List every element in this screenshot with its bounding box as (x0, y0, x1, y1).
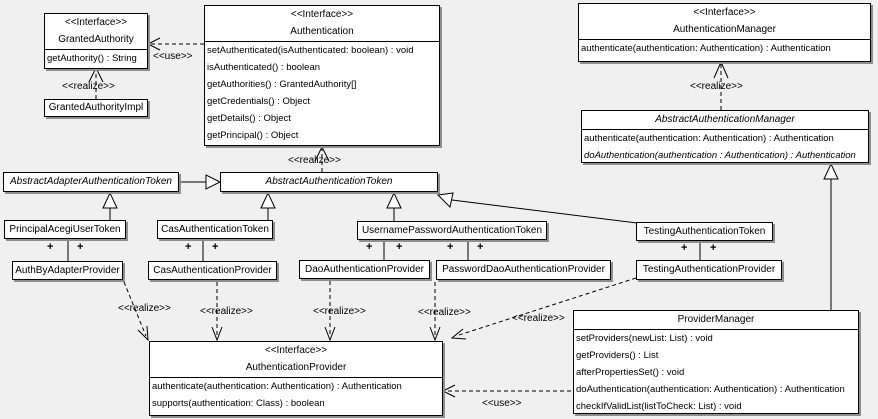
realize-label: <<realize>> (200, 306, 253, 317)
method: setProviders(newList: List) : void (576, 333, 713, 344)
plus-marker: + (77, 241, 84, 253)
realize-label: <<realize>> (118, 303, 171, 314)
class-name: ProviderManager (677, 314, 755, 325)
class-name: AuthByAdapterProvider (15, 264, 120, 276)
open-arrow-icon (211, 326, 223, 342)
class-name: AbstractAuthenticationToken (265, 176, 393, 187)
class-name: CasAuthenticationProvider (153, 264, 272, 276)
open-arrow-icon (146, 37, 161, 51)
triangle-arrow-icon (436, 192, 454, 209)
plus-marker: + (366, 241, 373, 253)
realize-label: <<realize>> (512, 313, 565, 324)
use-label: <<use>> (482, 398, 522, 409)
plus-marker: + (185, 241, 192, 253)
stereotype: <<Interface>> (693, 7, 756, 18)
class-name: AuthenticationProvider (245, 362, 347, 373)
triangle-arrow-icon (260, 191, 276, 209)
method: getProviders() : List (576, 350, 659, 361)
class-authentication-provider[interactable]: <<Interface>> AuthenticationProvider aut… (149, 341, 443, 416)
open-arrow-icon (429, 326, 441, 342)
method: doAuthentication(authentication: Authent… (576, 384, 845, 395)
plus-marker: + (447, 241, 454, 253)
realize-label: <<realize>> (288, 155, 341, 166)
class-name: PasswordDaoAuthenticationProvider (442, 264, 605, 275)
triangle-arrow-icon (205, 174, 222, 190)
class-name: DaoAuthenticationProvider (305, 263, 424, 275)
plus-marker: + (396, 241, 403, 253)
open-arrow-icon (88, 66, 104, 83)
method: setAuthenticated(isAuthenticated: boolea… (207, 45, 414, 56)
realize-label: <<realize>> (62, 81, 115, 92)
class-name: CasAuthenticationToken (161, 223, 269, 235)
method: getAuthorities() : GrantedAuthority[] (207, 79, 357, 90)
method: getAuthority() : String (47, 53, 137, 64)
class-username-password-authentication-token[interactable]: UsernamePasswordAuthenticationToken (357, 221, 547, 240)
stereotype: <<Interface>> (264, 345, 328, 356)
method: checkIfValidList(listToCheck: List) : vo… (576, 401, 742, 412)
method: supports(authentication: Class) : boolea… (152, 398, 325, 409)
class-provider-manager[interactable]: ProviderManager setProviders(newList: Li… (573, 310, 859, 414)
class-testing-authentication-token[interactable]: TestingAuthenticationToken (636, 222, 773, 241)
use-label: <<use>> (153, 51, 193, 62)
open-arrow-icon (324, 326, 336, 342)
class-cas-authentication-provider[interactable]: CasAuthenticationProvider (148, 261, 277, 280)
class-abstract-adapter-authentication-token[interactable]: AbstractAdapterAuthenticationToken (3, 172, 179, 192)
triangle-arrow-icon (823, 162, 839, 180)
open-arrow-icon (441, 384, 456, 398)
method: doAuthentication(authentication : Authen… (584, 150, 856, 161)
class-name: AbstractAdapterAuthenticationToken (10, 176, 172, 187)
class-name: AuthenticationManager (673, 24, 776, 35)
open-arrow-icon (713, 60, 729, 79)
method: authenticate(authentication: Authenticat… (152, 381, 402, 392)
triangle-arrow-icon (386, 191, 402, 209)
class-auth-by-adapter-provider[interactable]: AuthByAdapterProvider (12, 261, 123, 280)
class-name: TestingAuthenticationProvider (642, 264, 776, 275)
class-granted-authority-impl[interactable]: GrantedAuthorityImpl (44, 99, 148, 117)
open-arrow-icon (137, 325, 149, 342)
class-name: GrantedAuthority (58, 34, 134, 45)
class-authentication[interactable]: <<Interface>> Authentication setAuthenti… (204, 5, 440, 146)
realize-label: <<realize>> (313, 306, 366, 317)
stereotype: <<Interface>> (290, 9, 354, 20)
class-abstract-authentication-manager[interactable]: AbstractAuthenticationManager authentica… (581, 110, 869, 163)
method: isAuthenticated() : boolean (207, 62, 321, 73)
class-abstract-authentication-token[interactable]: AbstractAuthenticationToken (220, 172, 438, 192)
class-principal-acegi-user-token[interactable]: PrincipalAcegiUserToken (4, 220, 126, 239)
stereotype: <<Interface>> (64, 17, 128, 28)
class-authentication-manager[interactable]: <<Interface>> AuthenticationManager auth… (578, 3, 871, 62)
method: getPrincipal() : Object (207, 130, 299, 141)
class-name: GrantedAuthorityImpl (48, 102, 144, 113)
method: afterPropertiesSet() : void (576, 367, 685, 378)
class-cas-authentication-token[interactable]: CasAuthenticationToken (157, 220, 273, 239)
method: authenticate(authentication: Authenticat… (581, 43, 831, 54)
plus-marker: + (212, 241, 219, 253)
class-password-dao-authentication-provider[interactable]: PasswordDaoAuthenticationProvider (436, 260, 611, 280)
realize-label: <<realize>> (418, 307, 471, 318)
method: authenticate(authentication: Authenticat… (584, 133, 834, 144)
class-dao-authentication-provider[interactable]: DaoAuthenticationProvider (299, 260, 430, 279)
plus-marker: + (710, 242, 717, 254)
gen-edge-testing-token (451, 199, 638, 224)
method: getDetails() : Object (207, 113, 291, 124)
triangle-arrow-icon (102, 191, 118, 209)
plus-marker: + (477, 241, 484, 253)
class-granted-authority[interactable]: <<Interface>> GrantedAuthority getAuthor… (44, 13, 148, 69)
class-name: AbstractAuthenticationManager (655, 114, 795, 125)
class-name: UsernamePasswordAuthenticationToken (361, 224, 543, 236)
class-name: Authentication (290, 26, 354, 37)
plus-marker: + (47, 241, 54, 253)
plus-marker: + (681, 242, 688, 254)
class-testing-authentication-provider[interactable]: TestingAuthenticationProvider (636, 260, 782, 280)
class-name: TestingAuthenticationToken (643, 225, 766, 237)
realize-label: <<realize>> (690, 81, 743, 92)
class-name: PrincipalAcegiUserToken (9, 223, 121, 235)
open-arrow-icon (450, 328, 467, 340)
method: getCredentials() : Object (207, 96, 310, 107)
